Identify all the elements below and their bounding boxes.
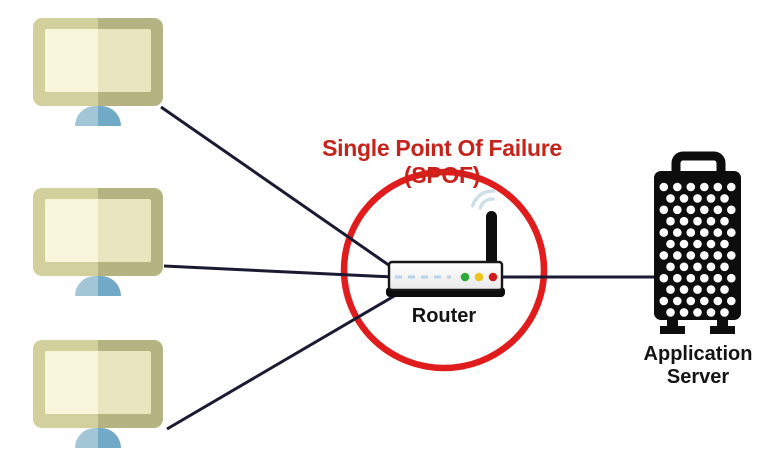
monitor-screen (45, 351, 151, 414)
spof-circle (340, 168, 548, 372)
server-label-line1: Application (643, 343, 753, 365)
monitor-stand (75, 276, 121, 296)
monitor-stand (75, 428, 121, 448)
monitor-screen (45, 199, 151, 262)
router-led-amber (474, 272, 484, 282)
monitor-frame (33, 18, 163, 106)
computer-icon-1 (33, 18, 163, 126)
router-led-green (460, 272, 470, 282)
wifi-waves-icon (470, 189, 496, 210)
server-foot-left (660, 326, 685, 334)
router-label: Router (411, 305, 477, 327)
monitor-stand (75, 106, 121, 126)
server-label-line2: Server (666, 366, 730, 388)
router-led-red (488, 272, 498, 282)
server-label: Application Server (636, 343, 760, 389)
connection-line-computer3-router (166, 290, 402, 431)
monitor-screen (45, 29, 151, 92)
connection-line-computer2-router (163, 264, 394, 279)
computer-icon-2 (33, 188, 163, 296)
server-foot-right (710, 326, 735, 334)
monitor-frame (33, 188, 163, 276)
connection-line-computer1-router (160, 105, 394, 270)
server-vent-dots (659, 182, 736, 317)
router-antenna (486, 211, 497, 266)
diagram-title: Single Point Of Failure (SPOF) (322, 135, 562, 188)
router-icon (386, 260, 505, 297)
router-body (387, 260, 504, 292)
server-icon (654, 151, 741, 334)
computer-icon-3 (33, 340, 163, 448)
monitor-frame (33, 340, 163, 428)
